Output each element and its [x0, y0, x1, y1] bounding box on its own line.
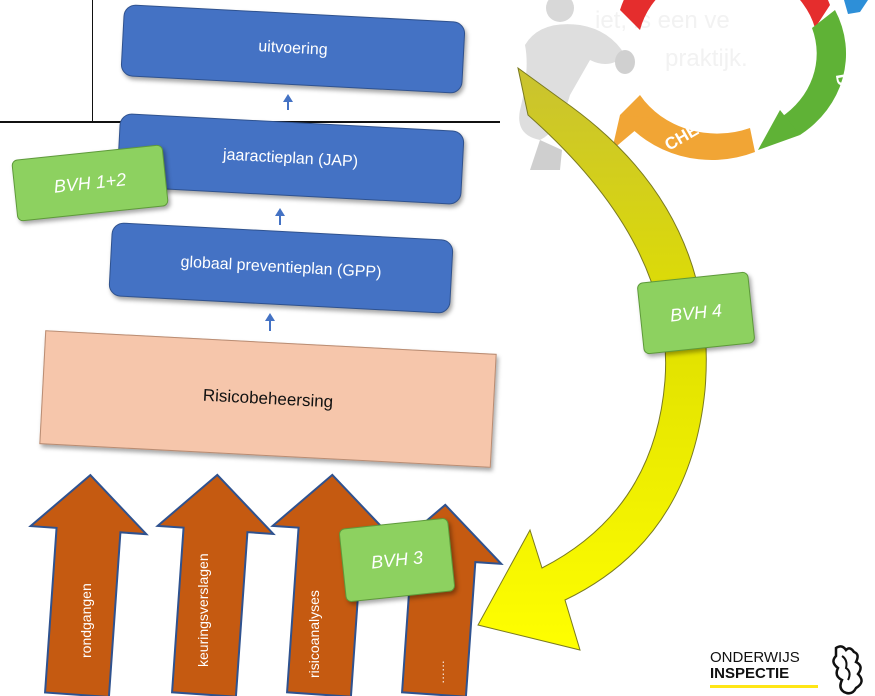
- arrow-up-2: [275, 208, 285, 216]
- logo-line2: INSPECTIE: [710, 665, 790, 682]
- bvh4-badge: BVH 4: [636, 271, 756, 355]
- flemish-lion-icon: [832, 645, 863, 695]
- jap-box: jaaractieplan (JAP): [116, 113, 465, 205]
- arrow-up-2-shaft: [279, 215, 281, 225]
- pdca-do-label: DO: [832, 72, 855, 100]
- frame-line-vertical: [92, 0, 93, 122]
- arrow-up-3: [265, 313, 275, 321]
- risicobeheersing-box: Risicobeheersing: [39, 330, 497, 468]
- pdca-cycle-image: iet, is een ve praktijk. CHECK DO: [519, 0, 868, 170]
- arrow-up-1: [283, 94, 293, 102]
- jap-label: jaaractieplan (JAP): [222, 146, 359, 171]
- input-label-more: ……: [433, 660, 447, 684]
- input-arrow-rondgangen: [28, 473, 149, 696]
- bvh3-label: BVH 3: [370, 546, 424, 573]
- logo-line1: ONDERWIJS: [710, 649, 800, 666]
- logo-accent-bar: [710, 685, 818, 688]
- bvh12-badge: BVH 1+2: [11, 144, 169, 222]
- input-label-keuringsverslagen: keuringsverslagen: [195, 553, 211, 667]
- pdca-faded-text-2: praktijk.: [665, 45, 748, 72]
- bvh4-label: BVH 4: [669, 299, 723, 326]
- onderwijsinspectie-logo: ONDERWIJS INSPECTIE: [710, 645, 870, 696]
- arrow-up-1-shaft: [287, 101, 289, 110]
- uitvoering-label: uitvoering: [257, 38, 329, 59]
- risicobeheersing-label: Risicobeheersing: [202, 385, 334, 412]
- bvh3-badge: BVH 3: [338, 517, 456, 603]
- feedback-curved-arrow: [477, 66, 707, 651]
- bvh12-label: BVH 1+2: [52, 168, 128, 197]
- arrow-up-3-shaft: [269, 320, 271, 331]
- gpp-label: globaal preventieplan (GPP): [180, 253, 382, 282]
- uitvoering-box: uitvoering: [120, 4, 466, 94]
- input-label-risicoanalyses: risicoanalyses: [306, 590, 322, 678]
- pdca-faded-text-1: iet, is een ve: [595, 7, 730, 34]
- input-arrow-keuringsverslagen: [155, 473, 276, 696]
- input-label-rondgangen: rondgangen: [78, 583, 94, 658]
- gpp-box: globaal preventieplan (GPP): [108, 222, 454, 314]
